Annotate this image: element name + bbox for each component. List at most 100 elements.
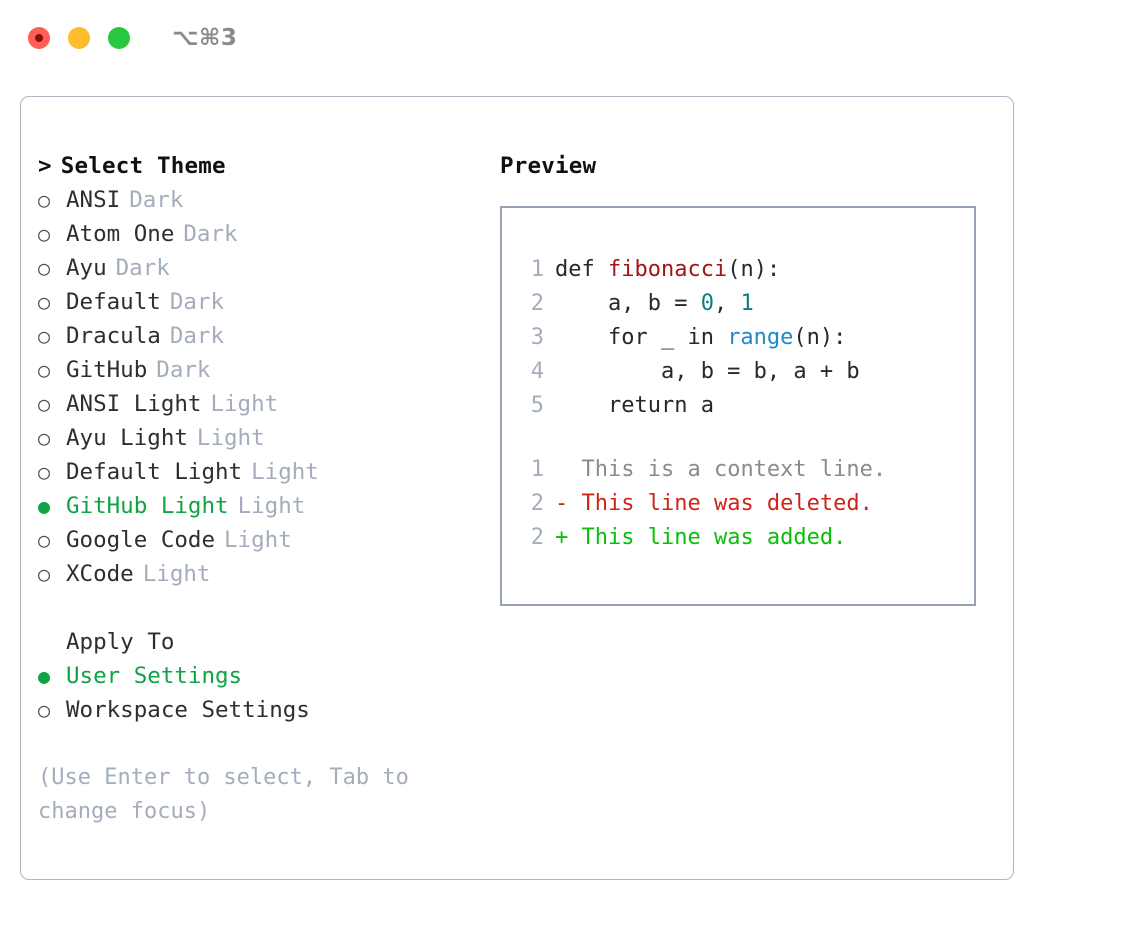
theme-list-item[interactable]: ○ Dracula Dark [38, 319, 488, 353]
code-token-builtin: range [727, 325, 794, 350]
theme-variant-tag: Dark [183, 221, 238, 247]
line-number: 5 [530, 393, 544, 418]
radio-unselected-icon: ○ [38, 188, 51, 212]
theme-name-label: XCode [66, 561, 134, 587]
line-number: 2 [530, 491, 544, 516]
radio-unselected-icon: ○ [38, 256, 51, 280]
apply-to-heading-label: Apply To [66, 629, 175, 655]
line-number: 1 [530, 257, 544, 282]
apply-to-label: User Settings [66, 663, 243, 689]
title-bar: ⌥⌘3 [0, 0, 1140, 76]
radio-unselected-icon: ○ [38, 562, 51, 586]
section-spacer [38, 591, 488, 625]
theme-name-label: ANSI [66, 187, 121, 213]
code-line: 3 for _ in range(n): [520, 321, 974, 355]
diff-sample: 1 This is a context line. 2- This line wa… [520, 453, 974, 555]
diff-sign: - [555, 491, 582, 516]
diff-line: 2+ This line was added. [520, 521, 974, 555]
theme-name-label: GitHub Light [66, 493, 229, 519]
minimize-window-button[interactable] [68, 27, 90, 49]
line-number: 4 [530, 359, 544, 384]
keyboard-hint-text: (Use Enter to select, Tab to change focu… [38, 765, 409, 824]
theme-name-label: Default Light [66, 459, 243, 485]
theme-variant-tag: Dark [129, 187, 184, 213]
code-diff-gap [520, 423, 974, 453]
code-line: 4 a, b = b, a + b [520, 355, 974, 389]
theme-name-label: GitHub [66, 357, 148, 383]
window-controls [28, 27, 130, 49]
theme-name-label: Dracula [66, 323, 161, 349]
hint-spacer [38, 727, 488, 761]
theme-list-item[interactable]: ○ GitHub Dark [38, 353, 488, 387]
theme-list-item[interactable]: ○ XCode Light [38, 557, 488, 591]
select-theme-heading: > Select Theme [38, 149, 488, 183]
code-token-plain: (n): [793, 325, 847, 350]
diff-text: This line was deleted. [581, 491, 873, 516]
theme-list-item[interactable]: ○ Ayu Light Light [38, 421, 488, 455]
apply-to-label: Workspace Settings [66, 697, 310, 723]
radio-selected-icon: ● [38, 664, 51, 688]
radio-unselected-icon: ○ [38, 426, 51, 450]
line-number: 2 [530, 525, 544, 550]
theme-variant-tag: Dark [156, 357, 211, 383]
code-token-plain: (n): [727, 257, 781, 282]
diff-line: 1 This is a context line. [520, 453, 974, 487]
theme-name-label: Atom One [66, 221, 175, 247]
marker-placeholder-icon: ○ [38, 625, 58, 659]
radio-unselected-icon: ○ [38, 392, 51, 416]
apply-to-item[interactable]: ● User Settings [38, 659, 488, 693]
theme-variant-tag: Light [210, 391, 279, 417]
apply-to-item[interactable]: ○ Workspace Settings [38, 693, 488, 727]
theme-name-label: Ayu Light [66, 425, 188, 451]
code-token-plain: for _ in [555, 325, 728, 350]
code-token-num: 0 [700, 291, 714, 316]
theme-name-label: Ayu [66, 255, 107, 281]
line-number: 2 [530, 291, 544, 316]
radio-unselected-icon: ○ [38, 698, 51, 722]
maximize-window-button[interactable] [108, 27, 130, 49]
line-number: 1 [530, 457, 544, 482]
code-token-plain: , [713, 291, 741, 316]
preview-title: Preview [500, 153, 597, 179]
radio-selected-icon: ● [38, 494, 51, 518]
radio-unselected-icon: ○ [38, 358, 51, 382]
theme-list-item[interactable]: ○ ANSI Dark [38, 183, 488, 217]
theme-variant-tag: Light [224, 527, 292, 553]
theme-variant-tag: Dark [115, 255, 170, 281]
theme-list-item[interactable]: ○ Ayu Dark [38, 251, 488, 285]
theme-list-item[interactable]: ● GitHub Light Light [38, 489, 488, 523]
keyboard-shortcut-label: ⌥⌘3 [172, 25, 238, 51]
code-token-plain: a, b = [555, 291, 701, 316]
code-token-num: 1 [740, 291, 754, 316]
code-token-plain: def [555, 257, 608, 282]
theme-name-label: ANSI Light [66, 391, 202, 417]
line-number: 3 [530, 325, 544, 350]
theme-list-item[interactable]: ○ ANSI Light Light [38, 387, 488, 421]
radio-unselected-icon: ○ [38, 528, 51, 552]
diff-sign [555, 457, 582, 482]
theme-name-label: Default [66, 289, 161, 315]
select-theme-heading-label: Select Theme [60, 153, 226, 179]
diff-text: This line was added. [581, 525, 847, 550]
theme-variant-tag: Light [237, 493, 306, 519]
close-window-button[interactable] [28, 27, 50, 49]
radio-unselected-icon: ○ [38, 290, 51, 314]
theme-variant-tag: Light [196, 425, 265, 451]
diff-text: This is a context line. [581, 457, 887, 482]
code-token-plain: return a [555, 393, 714, 418]
code-line: 5 return a [520, 389, 974, 423]
theme-variant-tag: Dark [169, 323, 225, 349]
theme-variant-tag: Light [142, 561, 211, 587]
radio-unselected-icon: ○ [38, 324, 51, 348]
caret-icon: > [38, 153, 52, 179]
